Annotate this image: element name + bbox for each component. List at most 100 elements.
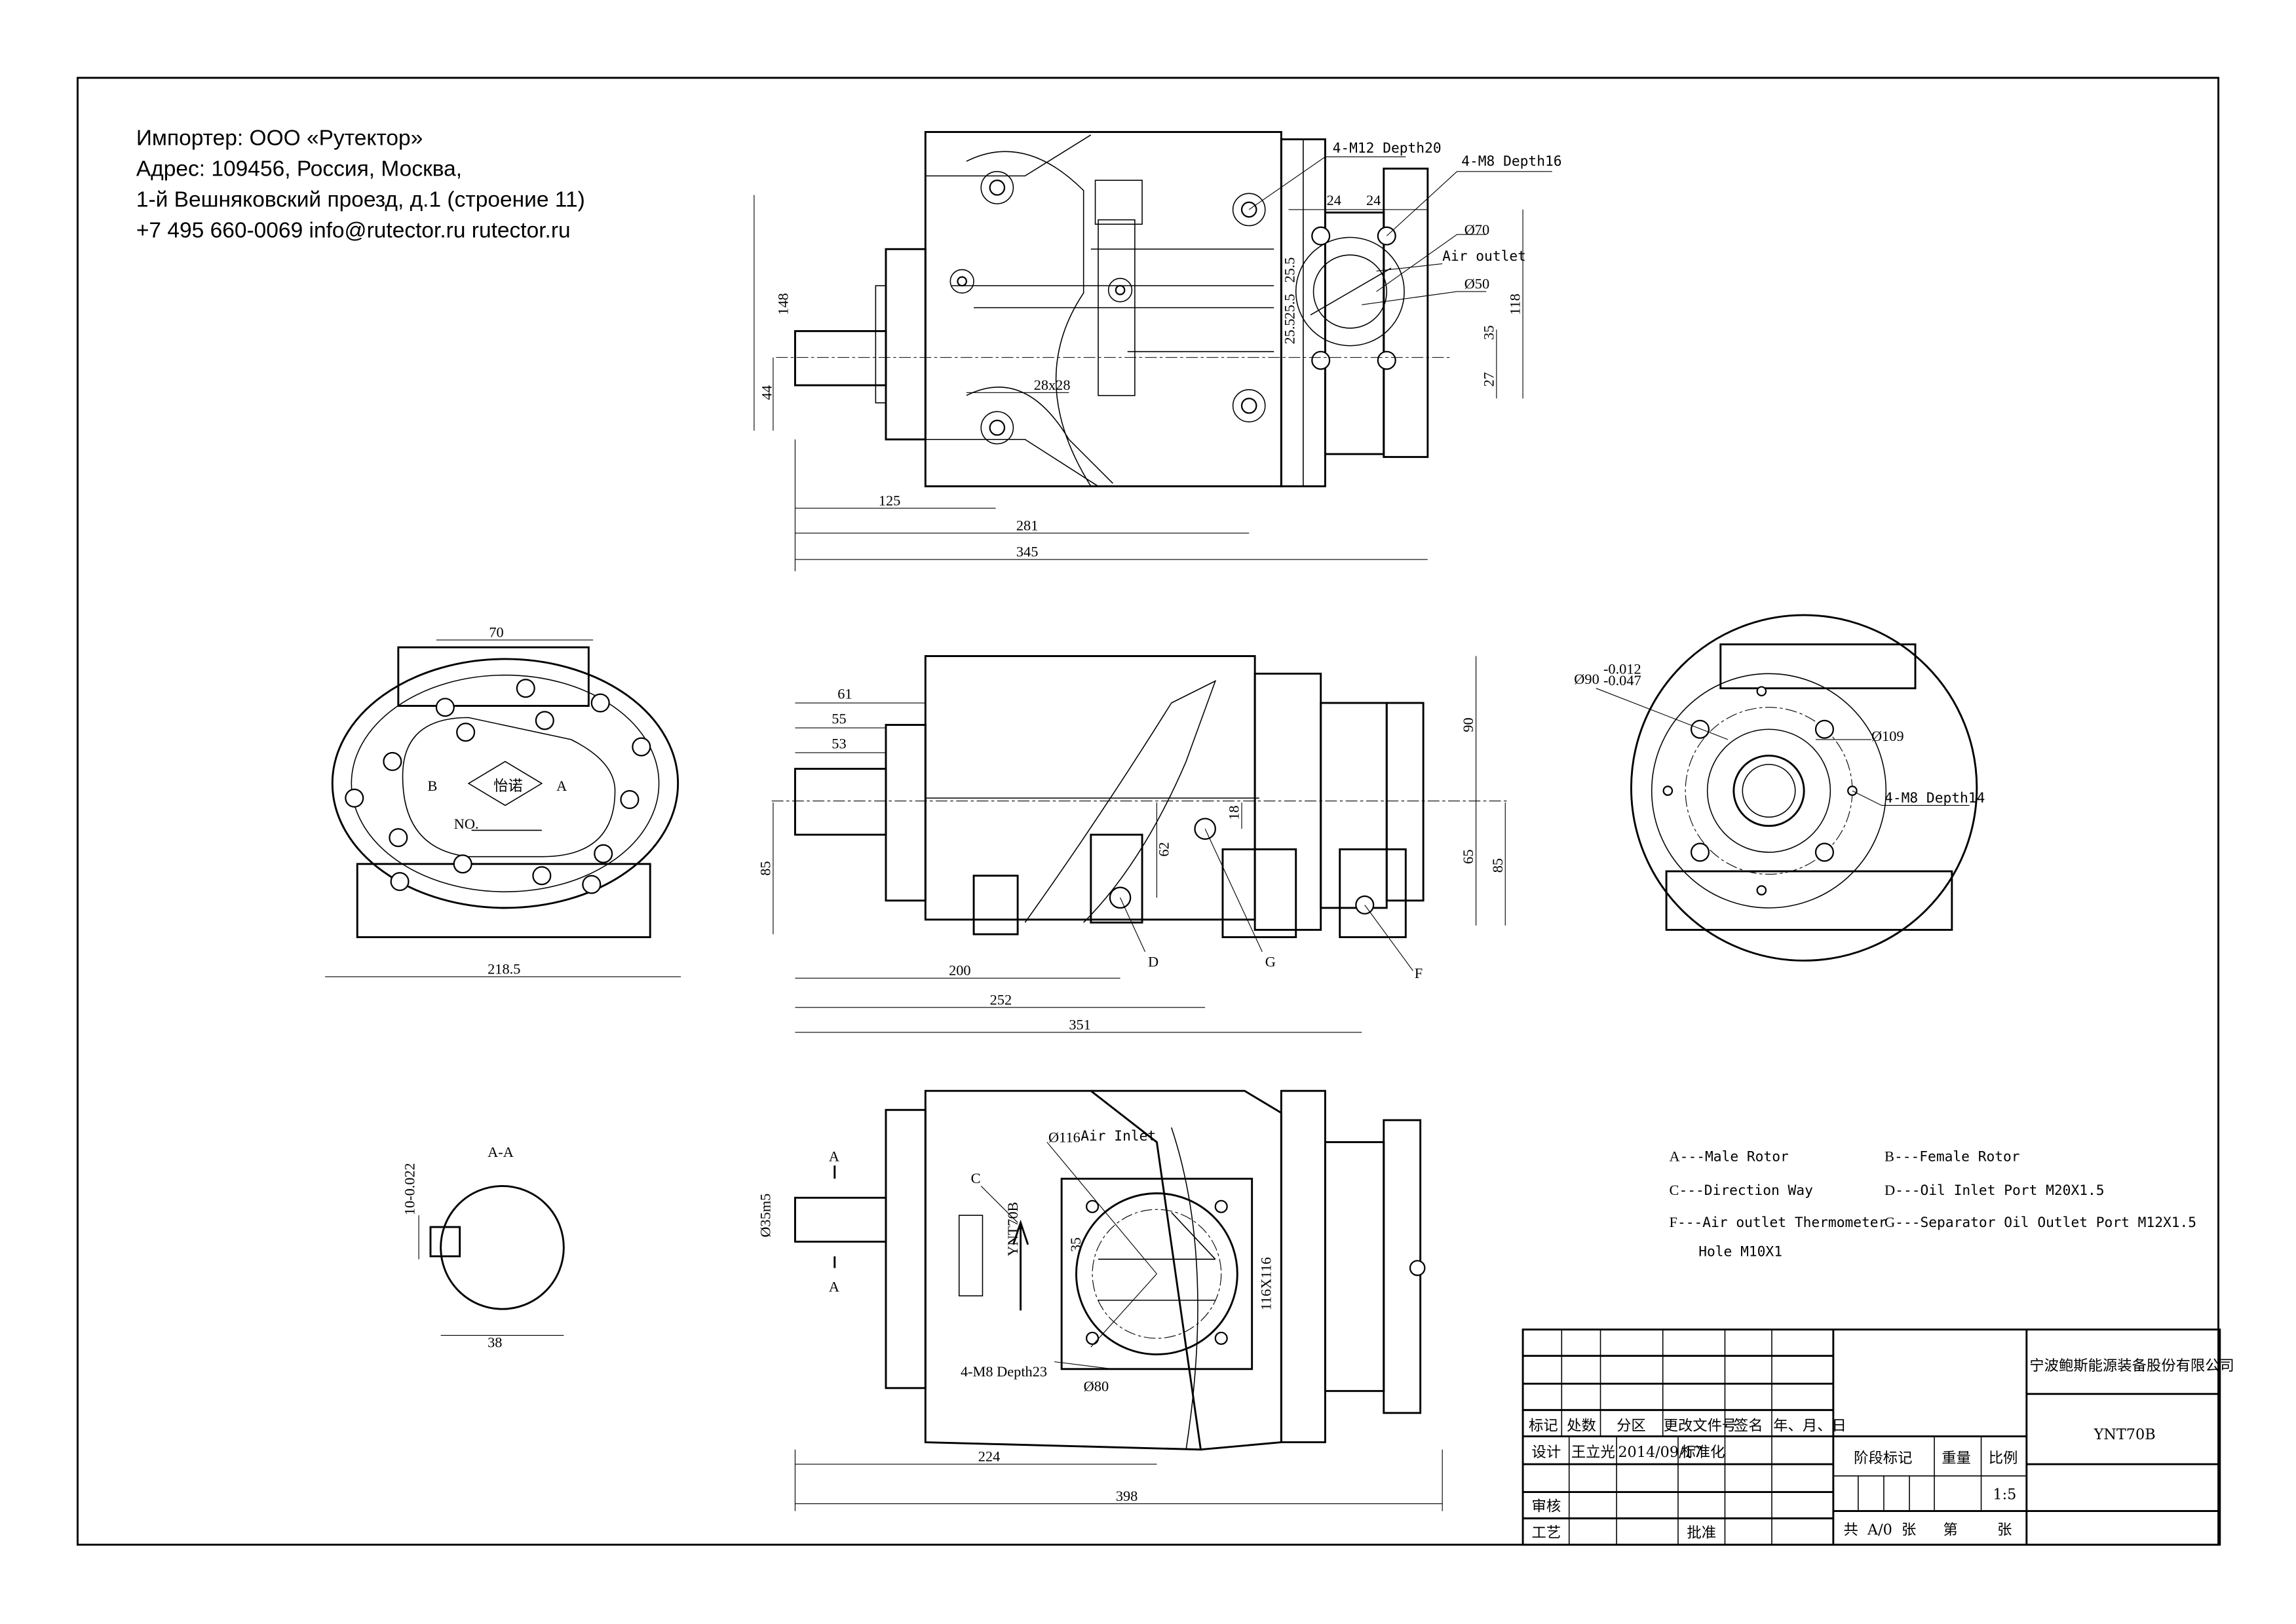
header-line: Импортер: ООО «Рутектор» (136, 126, 423, 151)
port-label-g: G (1265, 953, 1276, 970)
tb-header: 年、月、日 (1773, 1418, 1846, 1435)
logo: 怡诺 (493, 778, 523, 795)
tb-header: 更改文件号 (1664, 1418, 1737, 1435)
tb-header: 标记 (1529, 1418, 1558, 1435)
process-label: 工艺 (1531, 1524, 1561, 1541)
sheet-number-label: 第 (1943, 1521, 1957, 1538)
section-mark-a: A (829, 1148, 839, 1164)
dim-label: 10-0.022 (401, 1163, 417, 1215)
sheet-count: 共 A/0 张 (1843, 1521, 1916, 1538)
serial-label: NO. (454, 816, 479, 832)
standard-label: 标准化 (1681, 1444, 1725, 1461)
dim-label: 25.5 (1281, 318, 1297, 344)
dim-label: 116X116 (1258, 1257, 1274, 1310)
legend-item: A---Male Rotor (1670, 1148, 1789, 1165)
section-mark-a: A (829, 1278, 839, 1294)
model-name: YNT70B (2094, 1426, 2156, 1443)
dim-label: 24 (1327, 192, 1341, 208)
drawing-border (76, 77, 2220, 1546)
top-view: 148 44 125 281 345 118 35 27 24 24 25.5 … (754, 131, 1562, 571)
dim-label: 38 (488, 1334, 502, 1350)
front-end-view: 怡诺 B A NO. 70 218.5 (325, 624, 681, 977)
bolt-hole-icon (345, 679, 651, 894)
rotor-label-b: B (428, 778, 438, 794)
company-name: 宁波鲍斯能源装备股份有限公司 (2029, 1357, 2234, 1374)
legend-item: Hole M10X1 (1698, 1244, 1782, 1260)
dim-label: 27 (1480, 372, 1497, 387)
weight-label: 重量 (1942, 1450, 1971, 1467)
dim-label: 53 (832, 735, 846, 751)
inlet-diameter-label: Ø116 (1048, 1129, 1081, 1145)
dim-label: 351 (1069, 1016, 1091, 1032)
side-view: 61 55 53 85 62 18 90 65 85 200 252 351 D… (757, 655, 1508, 1033)
header-line: 1-й Вешняковский проезд, д.1 (строение 1… (136, 187, 585, 212)
rear-end-view: Ø90 -0.012 -0.047 Ø109 4-M8 Depth14 (1574, 614, 1985, 962)
dim-label: 55 (832, 710, 846, 727)
dim-label: 148 (775, 293, 791, 314)
scale-value: 1:5 (1993, 1486, 2016, 1503)
callout-label: 28x28 (1034, 377, 1071, 393)
dim-label: 35 (1480, 325, 1497, 339)
header-line: +7 495 660-0069 info@rutector.ru rutecto… (136, 218, 571, 242)
tb-header: 分区 (1617, 1418, 1646, 1435)
callout-label: 4-M12 Depth20 (1333, 140, 1442, 157)
tolerance-lower: -0.047 (1603, 672, 1641, 689)
inlet-label: Air Inlet (1081, 1128, 1156, 1144)
legend-item: D---Oil Inlet Port M20X1.5 (1885, 1182, 2104, 1199)
design-label: 设计 (1531, 1444, 1561, 1461)
dim-label: 61 (837, 685, 852, 702)
dim-label: 62 (1155, 842, 1172, 856)
bottom-view: YNT70B C A A Ø35m5 Ø116 Air Inlet 35 116… (757, 1089, 1443, 1511)
tb-header: 签名 (1734, 1418, 1763, 1435)
callout-label: Air outlet (1442, 248, 1526, 265)
bolt-hole-icon (1086, 1199, 1426, 1345)
dim-label: 252 (990, 991, 1012, 1008)
rotor-label-a: A (556, 778, 567, 794)
direction-label-c: C (971, 1170, 981, 1186)
stage-label: 阶段标记 (1854, 1450, 1912, 1467)
section-a-a: A-A 38 10-0.022 (401, 1144, 565, 1350)
dim-label: 70 (489, 624, 503, 640)
dim-label: 224 (978, 1448, 1001, 1465)
dim-label: 345 (1016, 544, 1038, 560)
tb-header: 处数 (1567, 1418, 1596, 1435)
dim-label: 25.5 (1281, 257, 1297, 283)
holes-label: 4-M8 Depth23 (961, 1363, 1047, 1380)
dim-label: 44 (759, 385, 775, 400)
legend-item: F---Air outlet Thermometer (1670, 1214, 1887, 1231)
dim-label: 118 (1507, 293, 1523, 315)
bolt-hole-icon (1662, 686, 1858, 896)
dim-label: 85 (757, 861, 773, 875)
port-label-f: F (1415, 965, 1423, 981)
direction-arrow-icon (1012, 1219, 1029, 1311)
legend: A---Male Rotor B---Female Rotor C---Dire… (1670, 1148, 2197, 1260)
review-label: 审核 (1531, 1498, 1561, 1515)
dim-label: 200 (949, 962, 970, 979)
dim-label: 65 (1460, 850, 1476, 864)
designer-name: 王立光 (1571, 1444, 1615, 1461)
legend-item: C---Direction Way (1670, 1182, 1813, 1199)
sheet-unit-label: 张 (1997, 1521, 2012, 1538)
scale-label: 比例 (1989, 1450, 2018, 1467)
dim-label: 18 (1226, 805, 1242, 820)
dim-label: 25.5 (1281, 293, 1297, 319)
callout-label: Ø70 (1464, 221, 1489, 238)
section-title: A-A (488, 1144, 514, 1160)
bolt-circle-label: Ø109 (1871, 728, 1904, 744)
callout-label: 4-M8 Depth16 (1461, 153, 1561, 170)
design-date: 2014/09/17 (1618, 1444, 1702, 1461)
dim-label: 281 (1016, 517, 1038, 533)
legend-item: B---Female Rotor (1885, 1148, 2020, 1165)
bolt-hole-icon (949, 171, 1396, 445)
callout-label: Ø50 (1464, 276, 1489, 292)
title-block: 标记 处数 分区 更改文件号 签名 年、月、日 设计 王立光 2014/09/1… (1521, 1329, 2234, 1546)
dim-label: 218.5 (488, 960, 520, 977)
approve-label: 批准 (1687, 1524, 1716, 1541)
dim-label: Ø35m5 (757, 1194, 773, 1237)
header-line: Адрес: 109456, Россия, Москва, (136, 157, 462, 181)
port-label-d: D (1148, 953, 1158, 970)
dim-label: 90 (1460, 717, 1476, 732)
legend-item: G---Separator Oil Outlet Port M12X1.5 (1885, 1214, 2196, 1231)
dim-label: 24 (1366, 192, 1381, 208)
